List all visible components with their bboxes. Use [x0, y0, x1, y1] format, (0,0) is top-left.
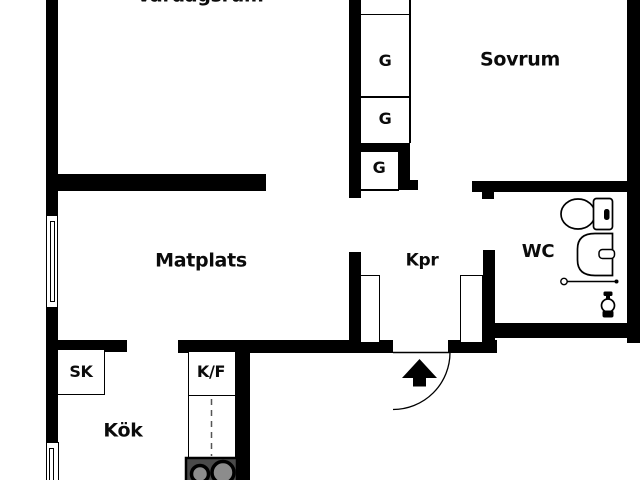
towel-rail-end-right — [614, 279, 619, 284]
closet-g3-front-line — [361, 189, 399, 191]
closet-front-line — [408, 0, 411, 143]
sk-closet-box — [58, 350, 105, 395]
wall-wc-south — [492, 323, 640, 338]
towel-rail-end-left — [560, 277, 568, 286]
closet-label-g1: G — [378, 51, 392, 70]
appliance-label-kf: K/F — [196, 362, 226, 381]
closet-divider-top — [361, 13, 410, 16]
room-label-vardagsrum: Vardagsrum — [137, 0, 264, 6]
entry-arrow-icon — [402, 359, 437, 387]
closet-label-g2: G — [378, 109, 392, 128]
wall-wc-left — [483, 250, 495, 345]
sink-basin — [576, 232, 614, 277]
room-label-wc: WC — [521, 241, 555, 262]
sink-faucet — [598, 248, 616, 260]
room-label-kpr: Kpr — [405, 250, 439, 271]
toilet-bowl — [560, 198, 596, 230]
window-matplats-pane — [49, 221, 55, 302]
wall-closet-g3-top — [349, 143, 410, 152]
room-label-matplats: Matplats — [155, 249, 247, 272]
wall-closet-bottom — [398, 180, 418, 190]
mixer-valve-icon — [600, 291, 616, 318]
closet-label-sk: SK — [69, 362, 93, 381]
wall-right — [627, 0, 640, 343]
wall-left-upper — [46, 0, 58, 215]
wall-wc-left-stub — [482, 190, 494, 199]
wall-vardagsrum-matplats — [58, 174, 266, 191]
closet-divider-mid — [361, 96, 410, 98]
door-leaf-left — [360, 275, 380, 343]
entry-door-swing-arc — [392, 352, 451, 411]
wall-left-mid — [46, 308, 58, 442]
wall-kok-entry-divider — [235, 343, 250, 480]
wall-kok-north-right — [178, 340, 393, 353]
wall-kpr-left — [349, 252, 361, 343]
fridge-freezer-box — [188, 352, 235, 396]
window-kok-pane — [49, 448, 54, 480]
room-label-kok: Kök — [103, 419, 143, 442]
wall-sovrum-south — [472, 181, 640, 192]
room-label-sovrum: Sovrum — [479, 48, 561, 71]
toilet-flush-button — [604, 209, 610, 220]
wall-entry-east — [448, 340, 497, 353]
toilet-tank — [592, 197, 614, 231]
stove-burner-right — [210, 459, 236, 480]
stove-burner-left — [189, 463, 211, 480]
door-leaf-right — [460, 275, 483, 343]
wall-closet-g3-right — [398, 143, 410, 183]
closet-label-g3: G — [372, 158, 386, 177]
wall-kok-north-left — [58, 340, 127, 352]
